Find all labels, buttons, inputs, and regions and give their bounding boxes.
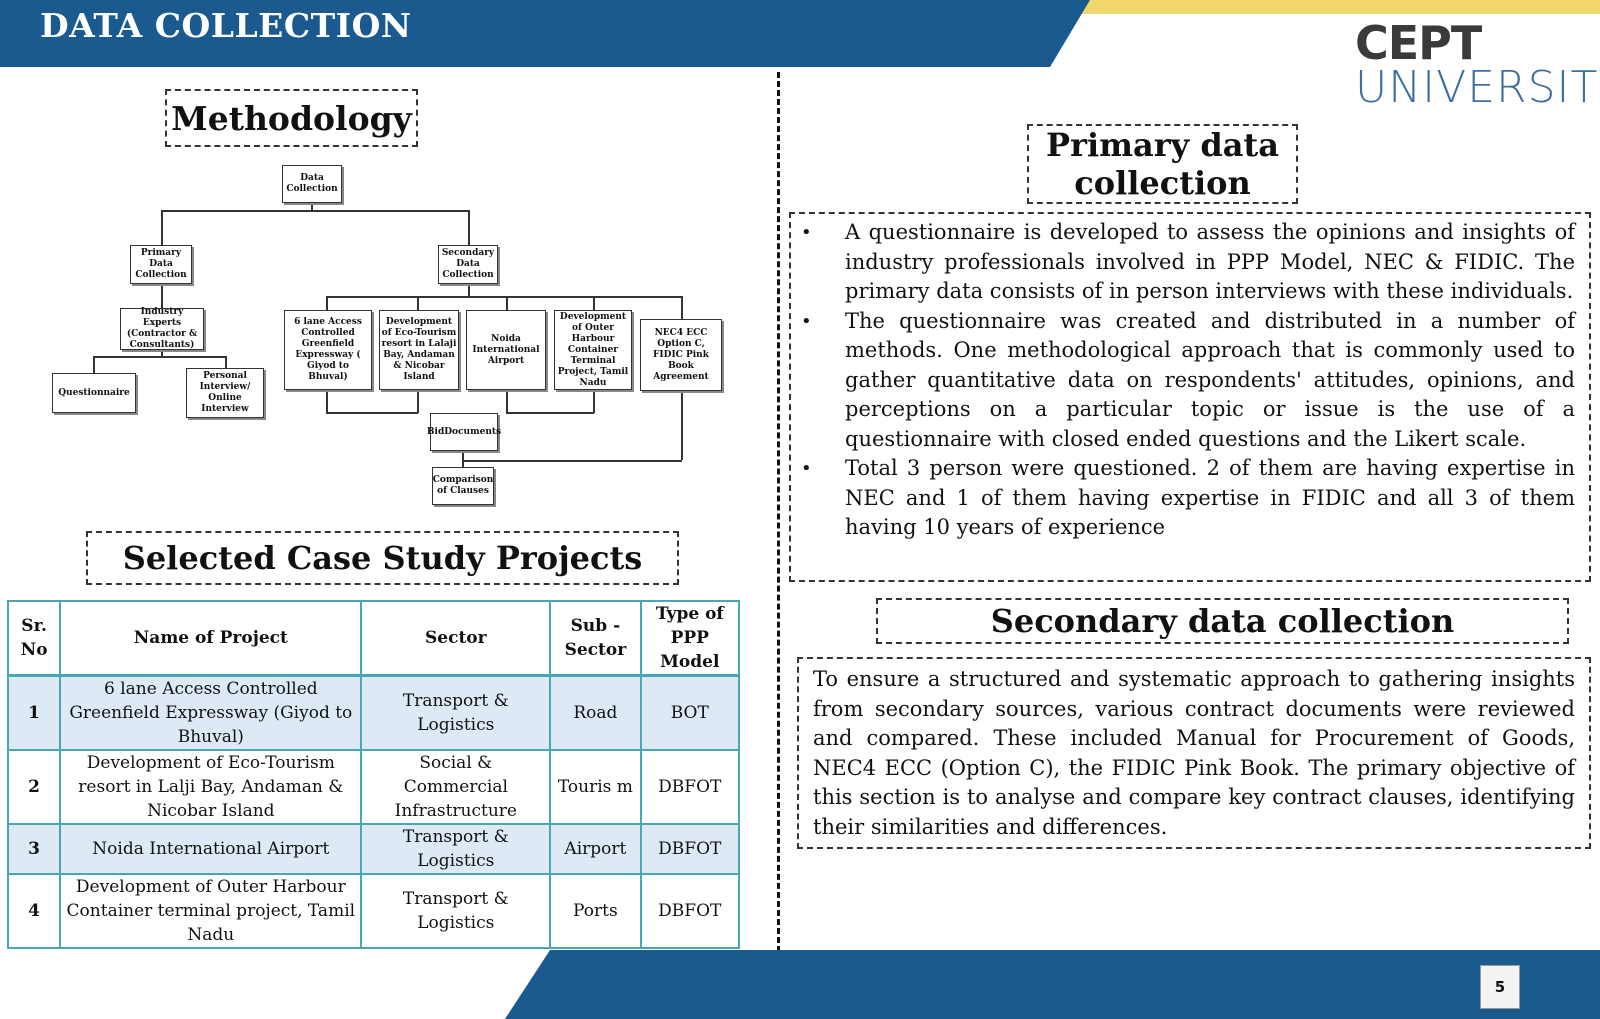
cell-sub-sector: Airport (549, 823, 642, 875)
logo-line-1: CEPT (1355, 16, 1482, 70)
cell-sr: 4 (6, 873, 62, 949)
node-questionnaire: Questionnaire (52, 373, 136, 413)
col-ppp-model: Type of PPP Model (639, 600, 741, 677)
cell-sector: Transport & Logistics (360, 873, 552, 949)
page-number: 5 (1480, 965, 1520, 1009)
col-sector: Sector (360, 600, 552, 677)
logo-line-2: UNIVERSITY (1355, 62, 1600, 113)
secondary-data-box: To ensure a structured and systematic ap… (797, 657, 1591, 849)
node-nec4-fidic: NEC4 ECC Option C, FIDIC Pink Book Agree… (640, 319, 722, 391)
list-item: Total 3 person were questioned. 2 of the… (801, 454, 1575, 543)
cell-name: 6 lane Access Controlled Greenfield Expr… (59, 674, 363, 751)
primary-data-list: A questionnaire is developed to assess t… (791, 214, 1589, 543)
slide-title: DATA COLLECTION (40, 6, 412, 45)
cell-sector: Transport & Logistics (360, 674, 552, 751)
cell-sr: 1 (6, 674, 62, 751)
primary-data-box: A questionnaire is developed to assess t… (789, 212, 1591, 582)
cell-model: DBFOT (639, 749, 741, 825)
secondary-data-text: To ensure a structured and systematic ap… (813, 667, 1575, 839)
cell-sub-sector: Road (549, 674, 642, 751)
methodology-flowchart: Data Collection Primary Data Collection … (50, 165, 740, 520)
cept-university-logo: CEPT UNIVERSITY (1355, 16, 1600, 113)
table-row: 2 Development of Eco-Tourism resort in L… (6, 749, 741, 825)
cell-sr: 3 (6, 823, 62, 875)
case-study-heading: Selected Case Study Projects (86, 531, 679, 585)
case-study-table: Sr. No Name of Project Sector Sub - Sect… (6, 600, 741, 949)
vertical-divider (777, 72, 780, 952)
table-row: 4 Development of Outer Harbour Container… (6, 873, 741, 949)
cell-sub-sector: Ports (549, 873, 642, 949)
cell-sub-sector: Touris m (549, 749, 642, 825)
node-project-expressway: 6 lane Access Controlled Greenfield Expr… (284, 310, 372, 390)
cell-model: DBFOT (639, 823, 741, 875)
cell-name: Development of Eco-Tourism resort in Lal… (59, 749, 363, 825)
col-sr-no: Sr. No (6, 600, 62, 677)
methodology-heading: Methodology (165, 89, 418, 147)
node-comparison-of-clauses: Comparison of Clauses (432, 467, 494, 505)
primary-data-heading: Primary data collection (1027, 124, 1298, 204)
cell-name: Noida International Airport (59, 823, 363, 875)
table-row: 3 Noida International Airport Transport … (6, 823, 741, 875)
list-item: The questionnaire was created and distri… (801, 307, 1575, 455)
col-name-of-project: Name of Project (59, 600, 363, 677)
table-row: 1 6 lane Access Controlled Greenfield Ex… (6, 674, 741, 751)
secondary-data-heading: Secondary data collection (876, 598, 1569, 644)
node-industry-experts: Industry Experts (Contractor & Consultan… (120, 307, 204, 350)
cell-model: DBFOT (639, 873, 741, 949)
cell-sector: Social & Commercial Infrastructure (360, 749, 552, 825)
node-data-collection: Data Collection (282, 165, 342, 203)
node-project-harbour: Development of Outer Harbour Container T… (554, 310, 632, 390)
node-project-airport: Noida International Airport (466, 310, 546, 390)
node-project-eco-tourism: Development of Eco-Tourism resort in Lal… (379, 310, 459, 390)
node-primary-data: Primary Data Collection (130, 245, 192, 284)
header-bar (0, 0, 1600, 67)
list-item: A questionnaire is developed to assess t… (801, 218, 1575, 307)
col-sub-sector: Sub - Sector (549, 600, 642, 677)
node-secondary-data: Secondary Data Collection (438, 245, 498, 284)
cell-sector: Transport & Logistics (360, 823, 552, 875)
cell-model: BOT (639, 674, 741, 751)
cell-sr: 2 (6, 749, 62, 825)
node-personal-interview: Personal Interview/ Online Interview (186, 368, 264, 418)
footer-bar (505, 950, 1600, 1019)
cell-name: Development of Outer Harbour Container t… (59, 873, 363, 949)
node-bid-documents: BidDocuments (427, 413, 501, 451)
table-header-row: Sr. No Name of Project Sector Sub - Sect… (6, 600, 741, 677)
